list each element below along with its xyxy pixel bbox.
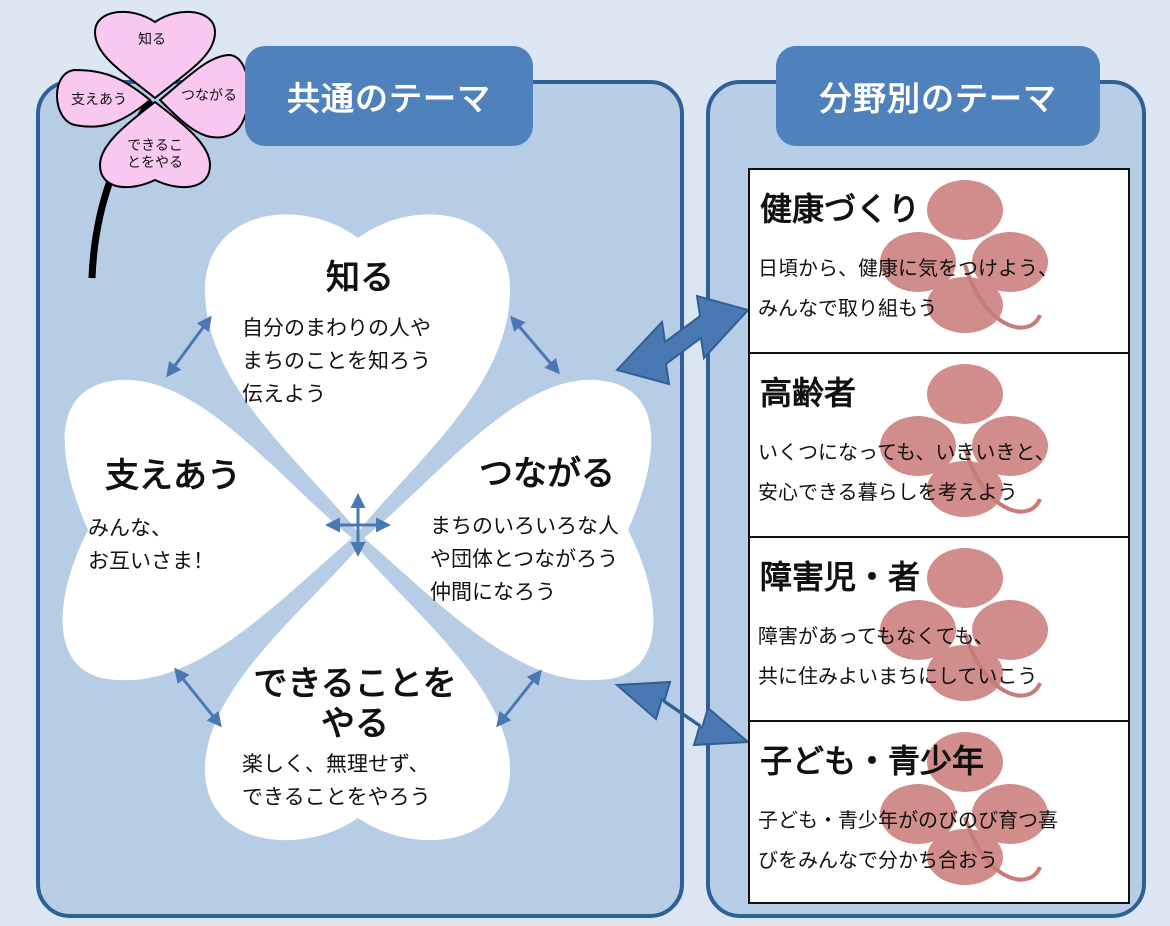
- card-line: びをみんなで分かち合おう: [758, 848, 998, 872]
- petal-top-body: 自分のまわりの人や まちのことを知ろう 伝えよう: [242, 312, 431, 411]
- arrow-bottom-right: [496, 669, 542, 728]
- petal-left-line: お互いさま！: [88, 549, 214, 573]
- petal-left-body: みんな、 お互いさま！: [88, 512, 214, 578]
- petal-top: [205, 214, 510, 532]
- arrow-top-right: [510, 315, 560, 375]
- card-title: 高齢者: [760, 374, 857, 412]
- card-title: 障害児・者: [760, 558, 921, 596]
- petal-top-line: 自分のまわりの人や: [242, 316, 431, 340]
- petal-right: [364, 379, 654, 681]
- link-arrow-upper: [615, 294, 750, 386]
- petal-bottom-body: 楽しく、無理せず、 できることをやろう: [242, 748, 431, 814]
- card-description: 子ども・青少年がのびのび育つ喜 びをみんなで分かち合おう: [758, 800, 1058, 880]
- petal-right-line: まちのいろいろな人: [430, 514, 619, 538]
- theme-card-disability: 障害児・者 障害があってもなくても、 共に住みよいまちにしていこう: [748, 536, 1130, 722]
- arrow-top-left: [166, 315, 212, 378]
- card-description: 障害があってもなくても、 共に住みよいまちにしていこう: [758, 616, 1037, 696]
- theme-card-youth: 子ども・青少年 子ども・青少年がのびのび育つ喜 びをみんなで分かち合おう: [748, 720, 1130, 904]
- petal-top-line: 伝えよう: [242, 382, 326, 406]
- theme-card-elderly: 高齢者 いくつになっても、いきいきと、 安心できる暮らしを考えよう: [748, 352, 1130, 538]
- petal-bottom-title-line: できることを: [253, 664, 457, 704]
- petal-right-line: や団体とつながろう: [430, 547, 619, 571]
- card-line: 日頃から、健康に気をつけよう、: [758, 256, 1058, 280]
- petal-right-title: つながる: [479, 454, 615, 494]
- petal-top-line: まちのことを知ろう: [242, 349, 431, 373]
- petal-bottom-title-line: やる: [321, 704, 389, 744]
- card-clover-icon: [880, 180, 1048, 333]
- small-clover-label-bottom-2: とをやる: [127, 155, 183, 171]
- petal-left: [62, 379, 352, 681]
- small-clover-label-top: 知る: [138, 32, 166, 48]
- petal-top-title: 知る: [326, 258, 394, 298]
- petal-bottom-title: できることを やる: [220, 664, 490, 744]
- small-clover-label-bottom-1: できるこ: [127, 138, 183, 154]
- card-line: 障害があってもなくても、: [758, 624, 994, 648]
- card-clover-icon: [880, 364, 1048, 517]
- theme-card-health: 健康づくり 日頃から、健康に気をつけよう、 みんなで取り組もう: [748, 168, 1130, 354]
- common-theme-tab: 共通のテーマ: [245, 46, 533, 146]
- card-line: 安心できる暮らしを考えよう: [758, 480, 1018, 504]
- small-clover-icon: [56, 10, 250, 279]
- card-line: 子ども・青少年がのびのび育つ喜: [758, 808, 1058, 832]
- petal-right-line: 仲間になろう: [430, 580, 556, 604]
- field-theme-tab: 分野別のテーマ: [776, 46, 1100, 146]
- card-title: 健康づくり: [760, 190, 921, 228]
- petal-bottom: [205, 548, 510, 841]
- card-line: みんなで取り組もう: [758, 296, 938, 320]
- card-title: 子ども・青少年: [760, 742, 985, 780]
- small-clover-label-left: 支えあう: [71, 92, 127, 108]
- card-clover-icon: [880, 548, 1048, 701]
- petal-left-title: 支えあう: [105, 456, 241, 496]
- petal-left-line: みんな、: [88, 516, 172, 540]
- card-line: 共に住みよいまちにしていこう: [758, 664, 1038, 688]
- petal-bottom-line: 楽しく、無理せず、: [242, 752, 430, 776]
- petal-right-body: まちのいろいろな人 や団体とつながろう 仲間になろう: [430, 510, 619, 609]
- card-line: いくつになっても、いきいきと、: [758, 440, 1055, 464]
- small-clover-label-right: つながる: [181, 88, 237, 104]
- petal-bottom-line: できることをやろう: [242, 785, 431, 809]
- card-description: いくつになっても、いきいきと、 安心できる暮らしを考えよう: [758, 432, 1055, 512]
- link-arrow-lower: [614, 680, 751, 747]
- card-description: 日頃から、健康に気をつけよう、 みんなで取り組もう: [758, 248, 1058, 328]
- arrow-bottom-left: [174, 667, 222, 728]
- card-clover-icon: [880, 732, 1048, 885]
